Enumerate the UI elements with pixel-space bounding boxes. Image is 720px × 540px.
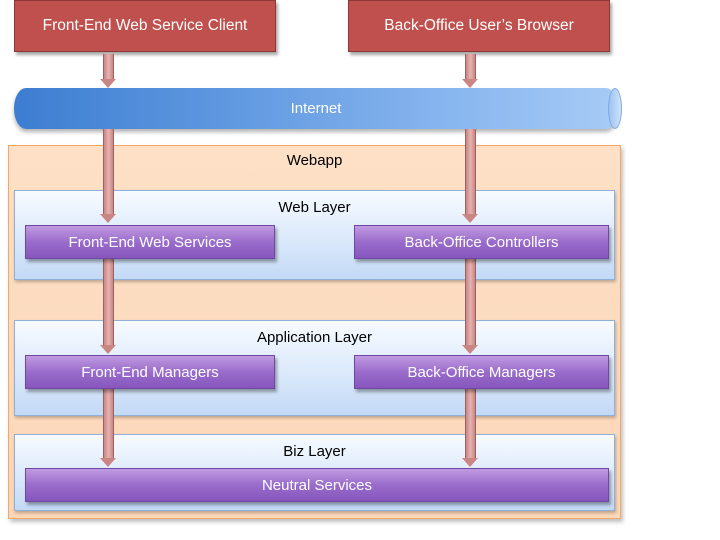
front-end-managers-box: Front-End Managers (25, 355, 275, 389)
arrowhead-client-to-internet-left (100, 79, 116, 88)
arrowhead-internet-to-web-left (100, 214, 116, 223)
back-office-browser-label: Back-Office User’s Browser (384, 17, 574, 34)
back-office-controllers-label: Back-Office Controllers (404, 233, 559, 251)
arrow-web-to-application-left (103, 258, 114, 346)
internet-cylinder: Internet (14, 88, 618, 129)
arrow-internet-to-web-right (465, 129, 476, 215)
front-end-client-label: Front-End Web Service Client (42, 17, 248, 34)
arrowhead-client-to-internet-right (462, 79, 478, 88)
internet-label: Internet (290, 100, 342, 117)
arrowhead-application-to-biz-left (100, 458, 116, 467)
arrow-internet-to-web-left (103, 129, 114, 215)
front-end-web-service-client-box: Front-End Web Service Client (14, 0, 276, 52)
front-end-managers-label: Front-End Managers (81, 363, 219, 381)
arrow-application-to-biz-right (465, 388, 476, 459)
arrow-web-to-application-right (465, 258, 476, 346)
arrowhead-web-to-application-left (100, 345, 116, 354)
arrowhead-internet-to-web-right (462, 214, 478, 223)
arrow-client-to-internet-left (103, 54, 114, 80)
arrowhead-application-to-biz-right (462, 458, 478, 467)
back-office-browser-box: Back-Office User’s Browser (348, 0, 610, 52)
front-end-web-services-box: Front-End Web Services (25, 225, 275, 259)
arrowhead-web-to-application-right (462, 345, 478, 354)
front-end-web-services-label: Front-End Web Services (68, 233, 232, 251)
back-office-managers-label: Back-Office Managers (407, 363, 556, 381)
internet-cylinder-end-cap (608, 88, 622, 129)
back-office-controllers-box: Back-Office Controllers (354, 225, 609, 259)
application-layer-label: Application Layer (256, 329, 373, 346)
arrow-application-to-biz-left (103, 388, 114, 459)
arrow-client-to-internet-right (465, 54, 476, 80)
web-layer-label: Web Layer (278, 199, 351, 216)
neutral-services-label: Neutral Services (261, 476, 373, 494)
neutral-services-box: Neutral Services (25, 468, 609, 502)
webapp-label: Webapp (286, 152, 343, 169)
biz-layer-label: Biz Layer (283, 443, 346, 460)
back-office-managers-box: Back-Office Managers (354, 355, 609, 389)
